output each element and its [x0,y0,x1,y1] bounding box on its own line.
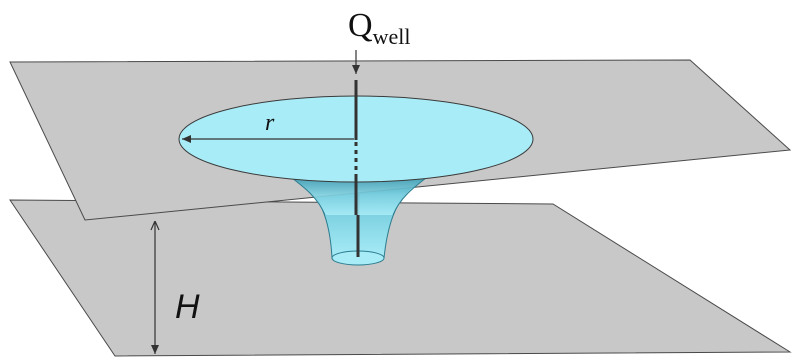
flow-subscript: well [373,24,411,49]
flow-symbol: Q [348,7,373,44]
funnel-upper-outline-left [291,177,326,216]
flow-label: Qwell [348,7,410,49]
radius-label: r [265,110,275,136]
thickness-label: H [175,288,200,326]
funnel-upper-outline-right [392,177,427,216]
lower-aquifer-plane [9,199,792,357]
funnel-upper [292,178,426,215]
